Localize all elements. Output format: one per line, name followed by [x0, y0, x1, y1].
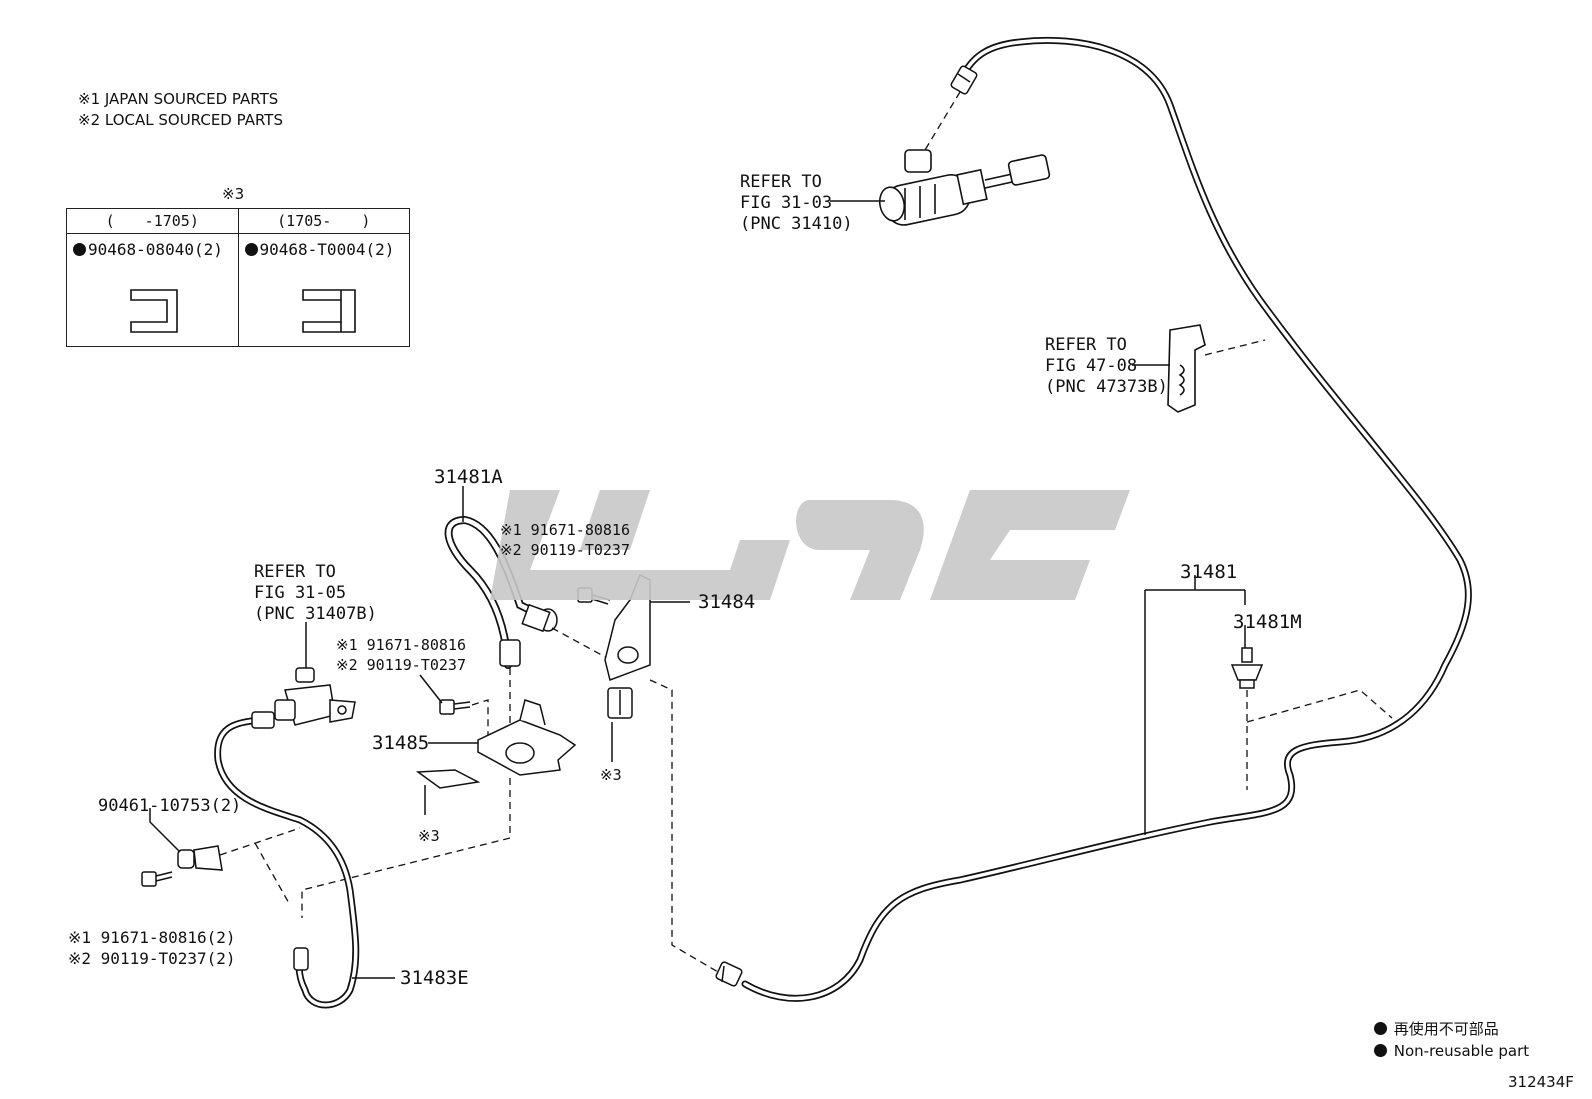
- callout-31481A: 31481A: [434, 466, 503, 488]
- watermark-logo: [490, 490, 1130, 600]
- dash-bracket-to-lower: [301, 778, 511, 918]
- bolt-lower: [141, 871, 173, 887]
- callout-bolt-upper-2: ※2 90119-T0237: [500, 541, 630, 559]
- callout-bolt-low-1: ※1 91671-80816(2): [68, 928, 236, 947]
- leader-90461: [149, 808, 181, 853]
- bottom-flare-nut-fitting: [715, 961, 743, 987]
- callout-bolt-upper-1: ※1 91671-80816: [500, 521, 630, 539]
- non-reusable-dot-icon: [1374, 1044, 1387, 1057]
- legend-non-reusable-en: Non-reusable part: [1374, 1042, 1529, 1060]
- variant-table-mark: ※3: [222, 185, 245, 203]
- variant-part-number: 90468-08040(2): [73, 240, 223, 259]
- callout-ref-31-03-line3: (PNC 31410): [740, 214, 853, 234]
- variant-col-header: ( -1705): [66, 208, 239, 234]
- callout-31481M: 31481M: [1233, 611, 1302, 633]
- callout-bolt-low-2: ※2 90119-T0237(2): [68, 949, 236, 968]
- non-reusable-dot-icon: [1374, 1022, 1387, 1035]
- callout-ref-31-05-line3: (PNC 31407B): [254, 604, 377, 624]
- pipe-clip-31481M: [1230, 647, 1264, 689]
- u-clip-icon: [130, 289, 178, 333]
- callout-ref-31-05-line2: FIG 31-05: [254, 583, 347, 603]
- note-local-sourced: ※2 LOCAL SOURCED PARTS: [78, 111, 283, 129]
- dash-clamp-to-pipe: [1204, 339, 1266, 356]
- note-japan-sourced: ※1 JAPAN SOURCED PARTS: [78, 90, 279, 108]
- callout-ref-47-08-line2: FIG 47-08: [1045, 356, 1138, 376]
- callout-ref-31-05-line1: REFER TO: [254, 562, 336, 582]
- variant-cell: 90468-08040(2): [66, 233, 239, 347]
- leader-bolt-mid: [419, 674, 443, 704]
- callout-ref-47-08-line1: REFER TO: [1045, 335, 1127, 355]
- dash-clamp-to-tube: [219, 827, 301, 856]
- variant-table: ( -1705) (1705- ) 90468-08040(2) 90468-T…: [66, 208, 410, 347]
- callout-ref-47-08-line3: (PNC 47373B): [1045, 377, 1168, 397]
- bracket-31484: [604, 573, 651, 719]
- callout-bolt-mid-1: ※1 91671-80816: [336, 636, 466, 654]
- variant-part-text: 90468-08040(2): [88, 240, 223, 259]
- callout-31483E: 31483E: [400, 967, 469, 989]
- dash-tee-to-clamp: [254, 842, 291, 906]
- clamp-90461: [177, 845, 223, 871]
- clutch-line-tube-31481: [741, 36, 1472, 1002]
- union-tee: [274, 667, 356, 726]
- callout-mark3-b: ※3: [418, 827, 440, 845]
- variant-part-text: 90468-T0004(2): [259, 240, 395, 259]
- callout-31485: 31485: [372, 732, 430, 754]
- non-reusable-dot-icon: [73, 243, 86, 256]
- tube-31483E: [214, 711, 360, 1009]
- callout-ref-31-03-line1: REFER TO: [740, 172, 822, 192]
- u-clip-small: [415, 769, 481, 789]
- callout-31484: 31484: [698, 591, 756, 613]
- dash-bolt-mid: [471, 699, 489, 735]
- legend-text-en: Non-reusable part: [1393, 1042, 1530, 1060]
- legend-non-reusable-jp: 再使用不可部品: [1374, 1018, 1499, 1039]
- variant-part-number: 90468-T0004(2): [244, 240, 395, 259]
- variant-col-header: (1705- ): [237, 208, 410, 234]
- callout-ref-31-03-line2: FIG 31-03: [740, 193, 833, 213]
- figure-id: 312434F: [1508, 1073, 1574, 1091]
- callout-90461: 90461-10753(2): [98, 796, 242, 816]
- dash-master-to-pipe: [924, 91, 961, 151]
- leader-31481: [1144, 575, 1246, 835]
- dash-clip-to-pipe-2: [1246, 689, 1393, 723]
- dash-bracket-to-pipe: [649, 679, 719, 973]
- top-flare-nut-fitting: [950, 65, 978, 95]
- u-clip-icon: [301, 289, 356, 333]
- callout-bolt-mid-2: ※2 90119-T0237: [336, 656, 466, 674]
- bracket-31485: [477, 699, 577, 776]
- callout-31481: 31481: [1180, 561, 1238, 583]
- clutch-master-cylinder: [878, 149, 1051, 226]
- bolt-mid: [439, 699, 471, 715]
- non-reusable-dot-icon: [244, 243, 258, 256]
- pipe-clamp-47373B: [1167, 324, 1206, 413]
- callout-mark3-a: ※3: [600, 766, 622, 784]
- variant-cell: 90468-T0004(2): [237, 233, 410, 347]
- legend-text-jp: 再使用不可部品: [1393, 1020, 1499, 1038]
